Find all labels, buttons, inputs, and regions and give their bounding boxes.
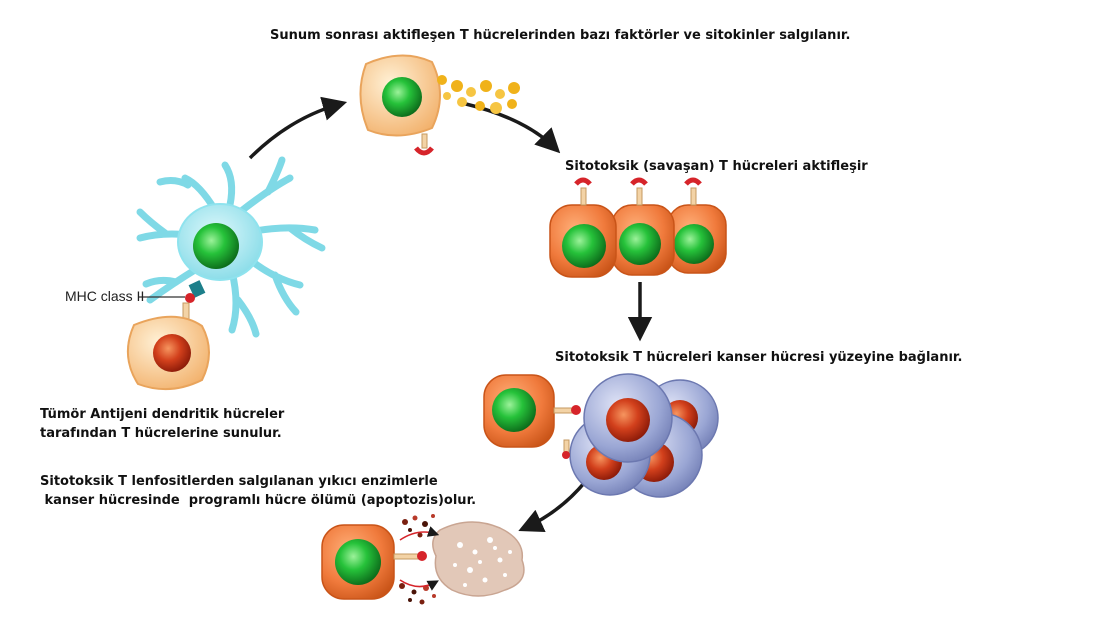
cancer-cells bbox=[569, 373, 719, 498]
dendritic-cell bbox=[136, 156, 326, 338]
bound-cytotoxic-t-cell bbox=[483, 374, 581, 459]
cytotoxic-t-cell bbox=[667, 177, 727, 274]
killer-t-cell bbox=[321, 524, 427, 600]
arrow-to-apoptosis bbox=[518, 480, 587, 533]
caption-cytokine-secretion: Sunum sonrası aktifleşen T hücrelerinden… bbox=[270, 28, 851, 43]
caption-apoptosis-line1: Sitotoksik T lenfositlerden salgılanan y… bbox=[40, 474, 438, 489]
caption-cytotoxic-activation: Sitotoksik (savaşan) T hücreleri aktifle… bbox=[565, 159, 868, 174]
arrow-to-activated-t-cell bbox=[248, 96, 348, 160]
cytotoxic-t-cell bbox=[549, 177, 617, 278]
arrow-to-cytotoxic-cells bbox=[461, 101, 561, 154]
cytokines bbox=[437, 75, 520, 114]
caption-binds-cancer-cell: Sitotoksik T hücreleri kanser hücresi yü… bbox=[555, 350, 963, 365]
mhc-class-ii-label: MHC class II bbox=[65, 288, 145, 304]
dying-cancer-cell bbox=[432, 521, 525, 597]
caption-apoptosis-line2: kanser hücresinde programlı hücre ölümü … bbox=[40, 493, 477, 508]
caption-antigen-presentation-line1: Tümör Antijeni dendritik hücreler bbox=[40, 407, 285, 422]
enzyme-granules bbox=[399, 514, 440, 605]
cytotoxic-t-cells bbox=[549, 177, 727, 278]
cytotoxic-t-cell bbox=[611, 177, 675, 276]
naive-t-cell bbox=[126, 315, 210, 391]
caption-antigen-presentation-line2: tarafından T hücrelerine sunulur. bbox=[40, 426, 282, 441]
activated-t-cell bbox=[359, 54, 441, 156]
